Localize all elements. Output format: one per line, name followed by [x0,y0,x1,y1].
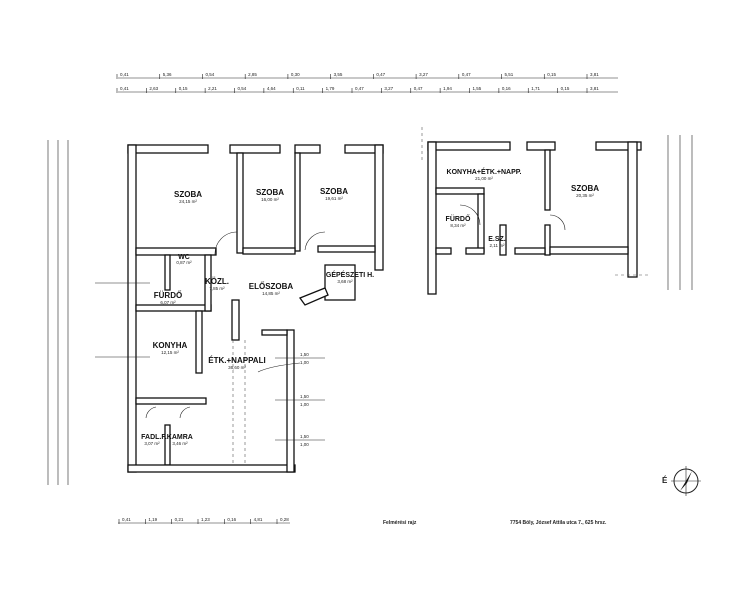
dimension-label: 1,94 [443,86,452,91]
dimension-label: 0,16 [227,517,236,522]
room-label-eloszoba: ELŐSZOBA [249,282,294,291]
dimension-label: 1,23 [201,517,210,522]
dimension-label: 0,11 [296,86,305,91]
room-label-etk-nappali: ÉTK.+NAPPALI [208,356,265,365]
dimension-label: 0,47 [462,72,471,77]
dimension-label: 3,27 [419,72,428,77]
svg-text:É: É [662,476,668,485]
dimension-label: 4,64 [267,86,276,91]
dimension-label: 0,41 [122,517,131,522]
room-area-szoba-4: 20,35 m² [576,193,594,198]
dimension-label: 0,30 [291,72,300,77]
dimension-label: 1,79 [326,86,335,91]
dimension-label: 1,71 [531,86,540,91]
top-dimension-lines [118,77,618,93]
window-dim: 1,50 [300,434,309,439]
room-label-gepeszet: GÉPÉSZETI H. [326,270,374,279]
right-dimension-lines [667,135,693,290]
room-area-kozl: 7,85 m² [209,286,225,291]
address: 7754 Bóly, József Attila utca 7., 625 hr… [510,520,607,526]
north-arrow-icon: É [662,466,701,496]
room-label-szoba-1: SZOBA [174,190,202,199]
dimension-label: 1,55 [473,86,482,91]
dimension-label: 2,63 [149,86,158,91]
room-area-furdo-1: 6,07 m² [160,300,176,305]
room-area-konyha: 12,15 m² [161,350,179,355]
room-label-wc: WC [178,254,190,261]
room-label-konyha-etk-napp: KONYHA+ÉTK.+NAPP. [447,167,522,176]
dimension-label: 4,81 [254,517,263,522]
window-dim: 1,00 [300,402,309,407]
dimension-label: 3,81 [590,86,599,91]
room-label-esz: E.SZ. [488,236,506,243]
dimension-label: 1,19 [148,517,157,522]
room-label-szoba-4: SZOBA [571,184,599,193]
window-dim: 1,00 [300,442,309,447]
window-dim: 1,50 [300,394,309,399]
dimension-label: 2,85 [248,72,257,77]
room-area-etk-nappali: 36,60 m² [228,365,246,370]
dimension-label: 0,21 [175,517,184,522]
room-area-furdo-2: 8,34 m² [450,223,466,228]
room-label-szoba-3: SZOBA [320,187,348,196]
dimension-label: 3,81 [590,72,599,77]
room-label-kamra: FADL.F.KAMRA [141,434,193,441]
room-area-gepeszet: 3,68 m² [337,279,353,284]
room-area-kamra-2: 3,46 m² [172,441,188,446]
room-area-wc: 0,87 m² [176,260,192,265]
top-dimension-row-1: 0,41 5,36 0,54 2,85 0,30 3,55 0,47 3,27 0,47 5,51… [116,72,599,79]
dimension-label: 3,27 [384,86,393,91]
dimension-label: 3,55 [334,72,343,77]
room-area-szoba-3: 19,61 m² [325,196,343,201]
dimension-label: 0,41 [120,86,129,91]
room-label-kozl: KÖZL. [205,277,229,286]
room-label-furdo-2: FÜRDŐ [446,214,471,223]
room-area-esz: 2,11 m² [490,243,505,248]
dimension-label: 0,28 [280,517,289,522]
window-dim: 1,50 [300,352,309,357]
window-dimension-marks: 1,50 1,50 1,50 1,00 1,00 1,00 [95,282,325,447]
window-dim: 1,00 [300,360,309,365]
room-label-szoba-2: SZOBA [256,188,284,197]
dimension-label: 0,15 [179,86,188,91]
room-area-konyha-etk-napp: 21,00 m² [475,176,493,181]
room-area-szoba-1: 24,15 m² [179,199,197,204]
dimension-label: 2,21 [208,86,217,91]
dimension-label: 5,51 [505,72,514,77]
top-dimension-row-2: 0,41 2,63 0,15 2,21 0,54 4,64 0,11 1,79 0,47 3,27… [116,86,599,93]
room-label-konyha: KONYHA [153,341,188,350]
dimension-label: 0,54 [205,72,214,77]
left-dimension-lines [47,140,69,485]
right-unit-walls [421,125,650,295]
drawing-title: Felmérési rajz [383,520,417,526]
dimension-label: 0,47 [414,86,423,91]
dimension-label: 0,15 [561,86,570,91]
dimension-label: 5,36 [163,72,172,77]
room-area-eloszoba: 14,85 m² [262,291,280,296]
room-area-szoba-2: 16,00 m² [261,197,279,202]
dimension-label: 0,47 [376,72,385,77]
dimension-label: 0,41 [120,72,129,77]
dimension-label: 0,16 [502,86,511,91]
room-label-furdo-1: FÜRDŐ [154,291,182,300]
bottom-dimension-row: 0,41 1,19 0,21 1,23 0,16 4,81 0,28 [118,517,289,524]
dimension-label: 0,15 [547,72,556,77]
left-unit-walls [127,144,384,473]
room-area-kamra-1: 3,07 m² [144,441,160,446]
dimension-label: 0,54 [238,86,247,91]
dimension-label: 0,47 [355,86,364,91]
